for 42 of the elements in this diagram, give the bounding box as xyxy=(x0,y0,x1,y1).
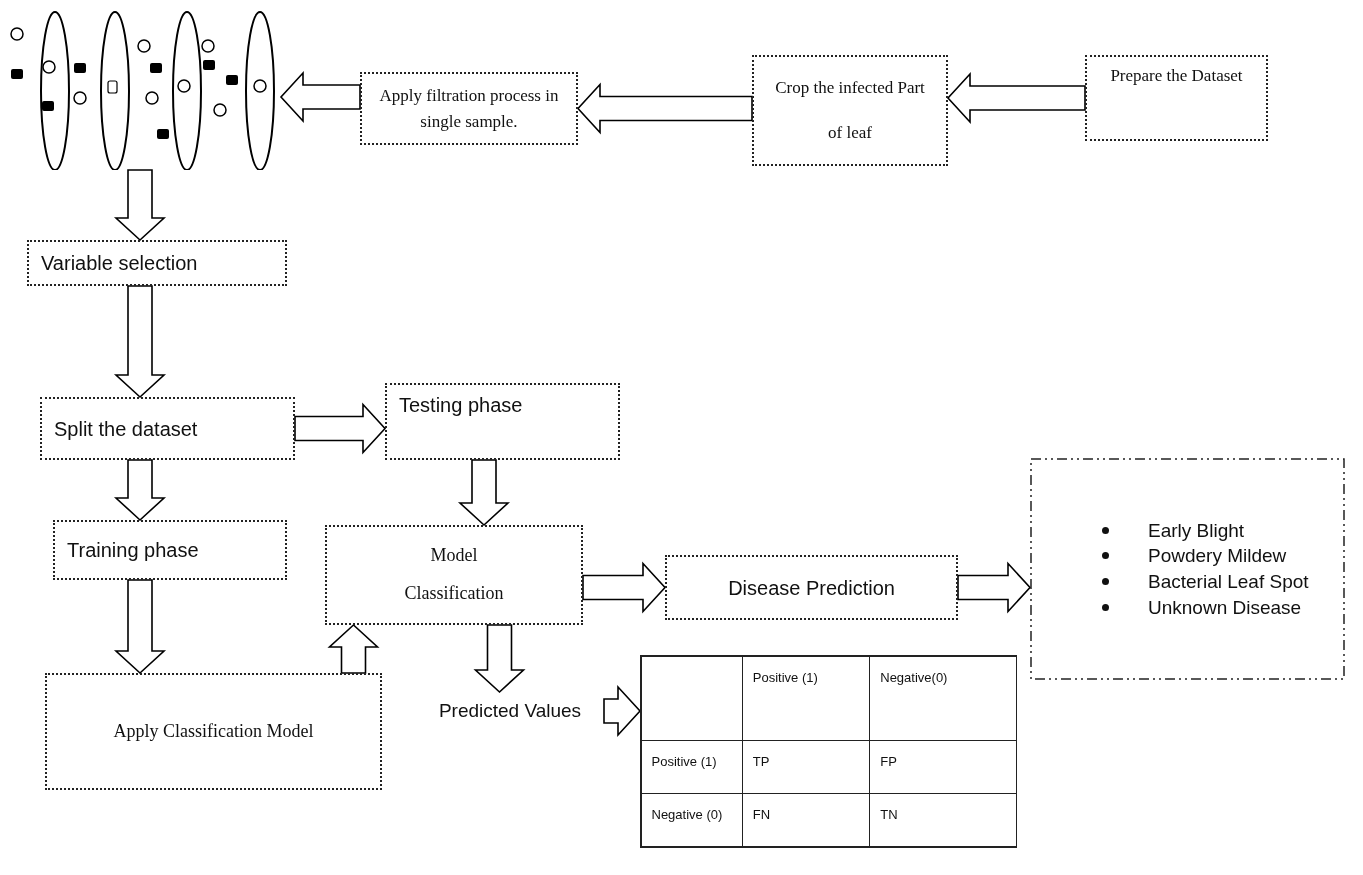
block-arrow xyxy=(294,402,387,455)
block-arrow xyxy=(946,71,1086,125)
process-box xyxy=(1085,55,1268,141)
process-box xyxy=(53,520,287,580)
step-label: Testing phase xyxy=(399,393,523,417)
disease-list-box xyxy=(1030,458,1345,680)
process-box xyxy=(325,525,583,625)
block-arrow xyxy=(327,623,380,674)
block-arrow xyxy=(576,82,753,135)
step-label: Model Classification xyxy=(404,544,504,605)
process-box xyxy=(752,55,948,166)
block-arrow xyxy=(582,561,667,614)
disease-list-item: Bacterial Leaf Spot xyxy=(1148,571,1309,592)
step-label: Crop the infected Part of leaf xyxy=(775,77,925,144)
block-arrow xyxy=(113,169,167,242)
disease-list-item: Unknown Disease xyxy=(1148,596,1302,618)
block-arrow xyxy=(113,579,167,675)
matrix-cell: Negative (0) xyxy=(640,793,743,848)
step-label: Apply filtration process in single sample. xyxy=(378,85,560,133)
block-arrow xyxy=(113,459,167,522)
confusion-matrix-table xyxy=(640,655,1017,848)
block-arrow xyxy=(113,285,167,399)
process-box xyxy=(27,240,287,286)
process-box xyxy=(385,383,620,460)
predicted-values-text: Predicted Values xyxy=(416,692,604,730)
block-arrow xyxy=(279,70,361,124)
disease-list-item: Powdery Mildew xyxy=(1148,545,1287,567)
step-label: Split the dataset xyxy=(54,416,198,441)
process-box xyxy=(360,72,578,145)
disease-list-item: Early Blight xyxy=(1148,519,1245,541)
step-label: Variable selection xyxy=(41,251,198,275)
step-label: Disease Prediction xyxy=(728,575,895,600)
block-arrow xyxy=(473,624,526,694)
step-label: Apply Classification Model xyxy=(113,720,314,744)
step-label: Training phase xyxy=(67,538,199,562)
block-arrow xyxy=(457,459,511,527)
block-arrow xyxy=(603,684,642,738)
block-arrow xyxy=(957,561,1032,614)
step-label: Prepare the Dataset xyxy=(1110,65,1243,87)
process-box xyxy=(665,555,958,620)
process-box xyxy=(40,397,295,460)
process-box xyxy=(45,673,382,790)
